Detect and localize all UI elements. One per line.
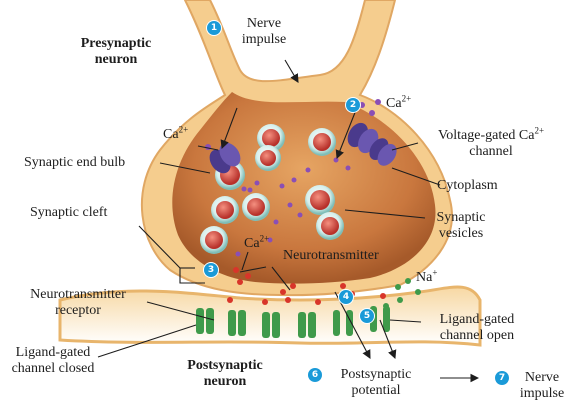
step-badge-6: 6: [308, 368, 322, 382]
synaptic-end-bulb-label: Synaptic end bulb: [24, 155, 125, 171]
calcium-label-right: Ca2+: [386, 96, 411, 112]
neurotransmitter-label: Neurotransmitter: [283, 248, 379, 264]
synaptic-cleft-label: Synaptic cleft: [30, 205, 107, 221]
step-badge-2: 2: [346, 98, 360, 112]
calcium-label-left: Ca2+: [163, 127, 188, 143]
step-badge-1: 1: [207, 21, 221, 35]
voltage-gated-channel-label: Voltage-gated Ca2+ channel: [416, 128, 566, 160]
step-badge-3: 3: [204, 263, 218, 277]
calcium-label-cleft: Ca2+: [244, 236, 269, 252]
cytoplasm-label: Cytoplasm: [437, 178, 498, 194]
step-badge-4: 4: [339, 290, 353, 304]
sodium-label: Na+: [416, 270, 437, 286]
step-badge-5: 5: [360, 309, 374, 323]
step-badge-7: 7: [495, 371, 509, 385]
